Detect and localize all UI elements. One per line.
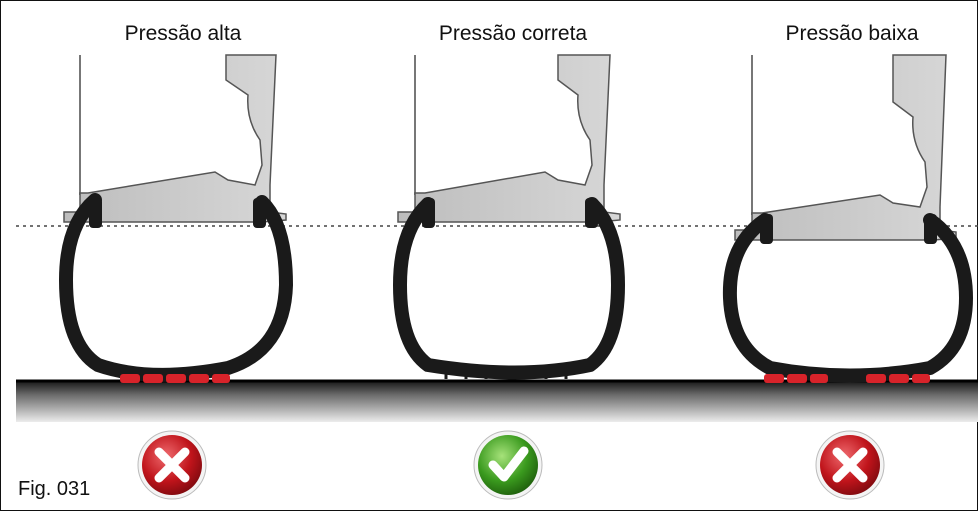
figure-label: Fig. 031 — [18, 478, 91, 500]
contact-patch-low — [764, 374, 930, 383]
panel-title-high-pressure: Pressão alta — [124, 22, 242, 45]
tire-correct-pressure — [392, 54, 626, 380]
contact-patch-high — [120, 374, 230, 383]
tread-grooves — [444, 370, 568, 379]
wheel-rim — [397, 54, 621, 223]
green-check-icon — [473, 430, 543, 500]
panel-title-low-pressure: Pressão baixa — [785, 22, 919, 45]
tire-high-pressure — [58, 54, 294, 383]
tire-low-pressure — [722, 54, 974, 383]
ground-surface — [16, 380, 978, 422]
wheel-rim — [734, 54, 957, 241]
panel-title-correct-pressure: Pressão correta — [438, 22, 588, 45]
red-x-icon — [137, 430, 207, 500]
red-x-icon — [815, 430, 885, 500]
